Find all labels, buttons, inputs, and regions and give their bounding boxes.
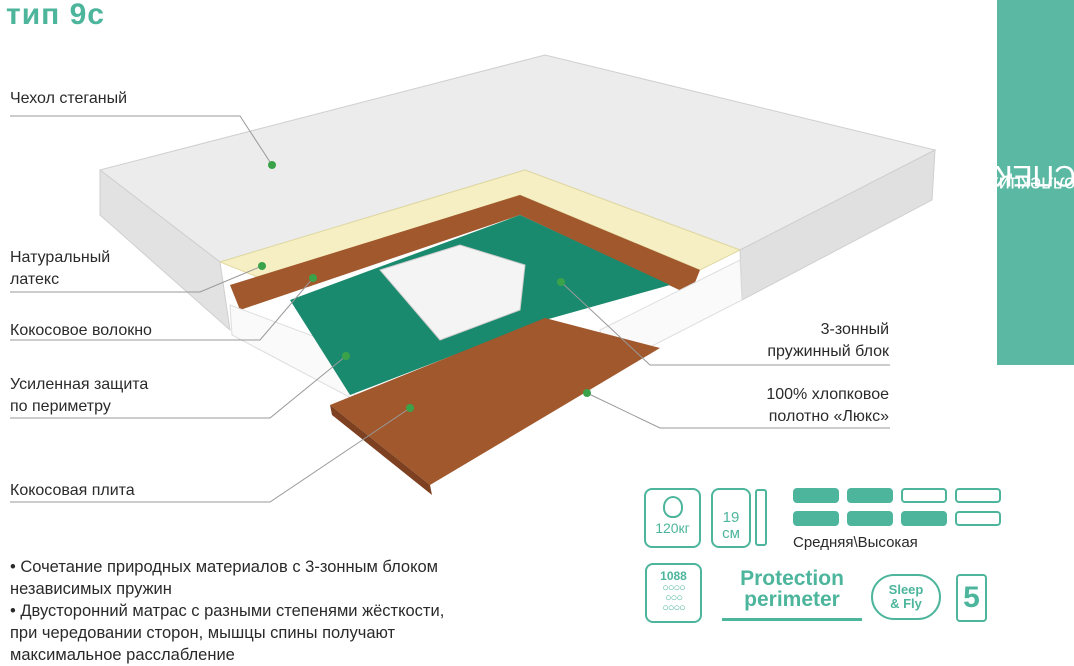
collection-banner: коллекция АСПЕКТ bbox=[976, 0, 1074, 365]
bullet-line: независимых пружин bbox=[10, 580, 172, 598]
firmness-bar-side1 bbox=[793, 488, 839, 503]
label-spring-block: 3-зонный пружинный блок bbox=[767, 319, 889, 363]
bullet-line: • Сочетание природных материалов с 3-зон… bbox=[10, 558, 439, 576]
coir-plate bbox=[330, 318, 660, 485]
sleep-line-1: Sleep bbox=[888, 582, 924, 597]
label-latex-2: латекс bbox=[10, 271, 60, 288]
firmness-bar-side1 bbox=[955, 488, 1001, 503]
firmness-bar-side2 bbox=[793, 511, 839, 526]
protection-line-1: Protection bbox=[740, 567, 844, 590]
height-value: 19 bbox=[722, 509, 740, 526]
label-fabric-1: 100% хлопковое bbox=[766, 386, 889, 403]
label-latex: Натуральный латекс bbox=[10, 247, 110, 291]
springs-count: 1088 bbox=[660, 569, 687, 583]
label-fabric: 100% хлопковое полотно «Люкс» bbox=[766, 384, 889, 428]
ruler-icon bbox=[755, 489, 767, 546]
springs-count-icon: 1088 ○○○○○○○○○○○ bbox=[645, 563, 702, 623]
max-load-icon: 120кг bbox=[644, 488, 701, 548]
firmness-label: Средняя\Высокая bbox=[793, 534, 918, 551]
coir-layer bbox=[230, 195, 700, 310]
warranty-icon: 5 bbox=[956, 574, 987, 622]
bullet-line: при чередовании сторон, мышцы спины полу… bbox=[10, 624, 396, 642]
label-perimeter-1: Усиленная защита bbox=[10, 376, 149, 393]
label-fabric-2: полотно «Люкс» bbox=[768, 408, 889, 425]
feature-list: • Сочетание природных материалов с 3-зон… bbox=[10, 556, 530, 666]
sleep-fly-badge: Sleep & Fly bbox=[871, 574, 941, 620]
label-spring-1: 3-зонный bbox=[820, 321, 889, 338]
firmness-bar-side2 bbox=[901, 511, 947, 526]
max-load-value: 120кг bbox=[655, 520, 690, 536]
label-coir-plate: Кокосовая плита bbox=[10, 482, 135, 499]
label-latex-1: Натуральный bbox=[10, 249, 111, 266]
sleep-line-2: & Fly bbox=[890, 596, 922, 611]
label-cover: Чехол стеганый bbox=[10, 90, 128, 107]
label-perimeter-2: по периметру bbox=[10, 398, 111, 415]
label-perimeter: Усиленная защита по периметру bbox=[10, 374, 148, 418]
label-coir: Кокосовое волокно bbox=[10, 322, 152, 339]
protection-line-2: perimeter bbox=[744, 588, 840, 611]
height-unit: см bbox=[722, 525, 740, 542]
firmness-bar-side2 bbox=[955, 511, 1001, 526]
firmness-bar-side1 bbox=[847, 488, 893, 503]
firmness-scale bbox=[793, 488, 1001, 526]
protection-perimeter-badge: Protection perimeter bbox=[722, 568, 862, 623]
label-spring-2: пружинный блок bbox=[767, 343, 889, 360]
firmness-bar-side1 bbox=[901, 488, 947, 503]
firmness-bar-side2 bbox=[847, 511, 893, 526]
page-title: тип 9с bbox=[6, 0, 105, 31]
height-icon: 19 см bbox=[711, 488, 751, 548]
kettlebell-icon bbox=[662, 496, 683, 518]
bullet-line: максимальное расслабление bbox=[10, 646, 235, 664]
bullet-line: • Двусторонний матрас с разными степеням… bbox=[10, 602, 445, 620]
